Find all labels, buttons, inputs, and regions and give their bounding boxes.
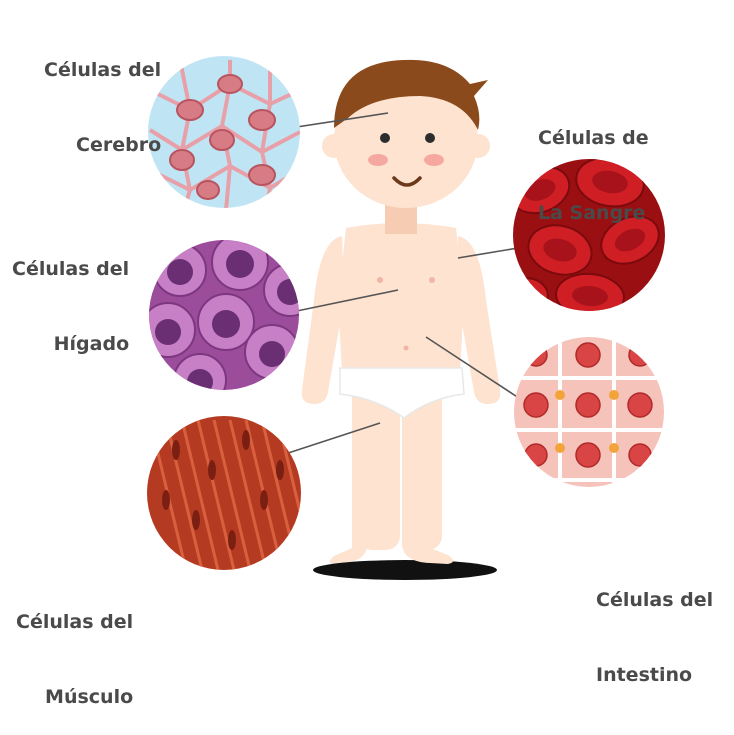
label-liver-line1: Células del (12, 257, 129, 282)
boy-figure (302, 60, 501, 564)
label-liver-cells: Células del Hígado (12, 207, 129, 382)
label-intestine-line1: Células del (596, 588, 713, 613)
label-intestine-line2: Intestino (596, 663, 713, 688)
chest-dot-right (429, 277, 435, 283)
right-cheek (424, 154, 444, 166)
ground-shadow (313, 560, 497, 580)
label-blood-line2: La Sangre (538, 201, 649, 226)
left-eye (380, 133, 390, 143)
label-blood-cells: Células de La Sangre (538, 76, 649, 251)
label-blood-line1: Células de (538, 126, 649, 151)
label-muscle-cells: Células del Músculo (16, 560, 133, 735)
label-muscle-line2: Músculo (16, 685, 133, 710)
label-liver-line2: Hígado (12, 332, 129, 357)
label-brain-line1: Células del (44, 58, 161, 83)
right-eye (425, 133, 435, 143)
right-arm (458, 236, 500, 404)
chest-dot-left (377, 277, 383, 283)
left-arm (302, 236, 344, 404)
liver-cells-circle (141, 234, 316, 406)
muscle-cells-circle (146, 416, 314, 572)
label-brain-cells: Células del Cerebro (44, 8, 161, 183)
navel (404, 346, 409, 351)
left-cheek (368, 154, 388, 166)
label-muscle-line1: Células del (16, 610, 133, 635)
intestine-cells-circle (512, 336, 666, 490)
label-brain-line2: Cerebro (44, 133, 161, 158)
label-intestine-cells: Células del Intestino (596, 538, 713, 713)
brain-cells-circle (148, 56, 300, 210)
